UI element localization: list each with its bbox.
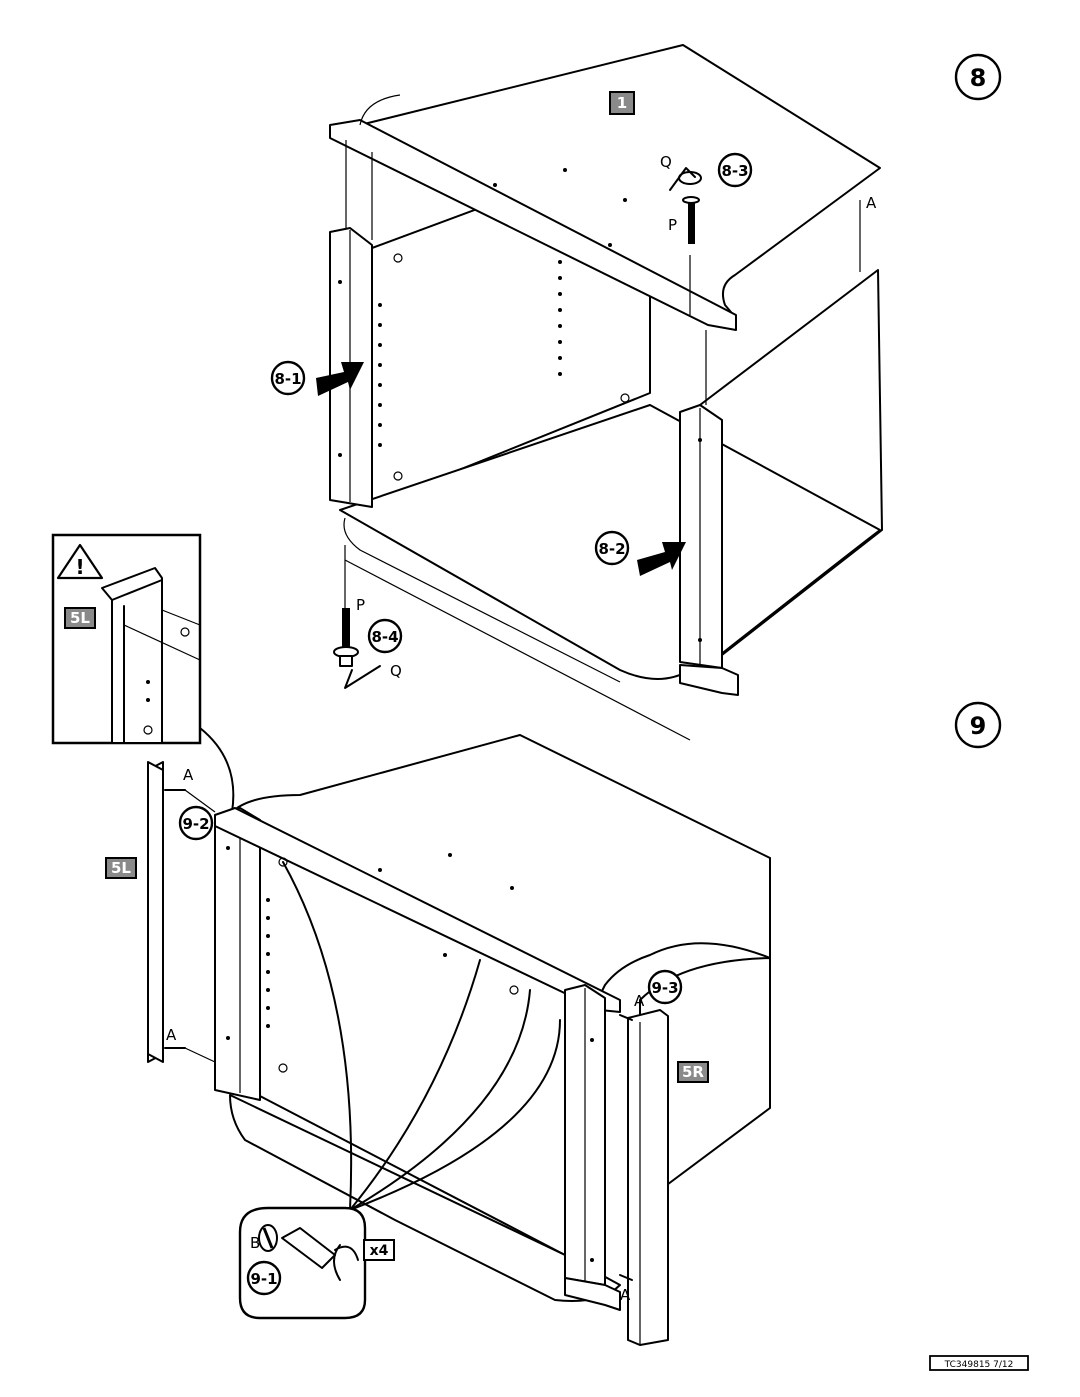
substep-9-3-label: 9-3 [647,969,683,1005]
step-9-illustration: B x4 9-1 [147,734,771,1346]
push-arrow-icon [316,362,364,396]
dowel-label: A [183,766,194,784]
svg-text:8-1: 8-1 [274,370,301,388]
quantity-badge: x4 [363,1239,395,1261]
substep-8-1-label: 8-1 [270,360,306,396]
svg-text:1: 1 [617,94,627,112]
substep-8-3-label: 8-3 [717,152,753,188]
bolt-assembly-top [669,167,702,244]
part-label-5r: 5R [677,1061,709,1083]
bolt-label: P [668,216,677,234]
svg-text:8-4: 8-4 [371,628,398,646]
svg-text:5R: 5R [682,1063,704,1081]
svg-text:x4: x4 [370,1243,389,1259]
substep-9-2-label: 9-2 [178,805,214,841]
cam-lock-label: B [250,1234,260,1252]
bolt-assembly-bottom [333,608,381,689]
svg-text:9-1: 9-1 [250,1270,277,1288]
push-arrow-icon [637,542,686,576]
hole-markers [226,846,594,1262]
dowel-label: A [620,1286,631,1304]
allen-key-label: Q [390,662,402,680]
part-label-1: 1 [609,91,635,115]
part-label-5l: 5L [105,857,137,879]
document-code: TC349815 7/12 [929,1355,1029,1371]
step-9-badge: 9 [954,701,1002,749]
step-8-badge: 8 [954,53,1002,101]
part-label-5l-inset: 5L [64,607,96,629]
dowel-label: A [634,992,645,1010]
svg-text:9-2: 9-2 [182,815,209,833]
bolt-label: P [356,596,365,614]
svg-text:8-3: 8-3 [721,162,748,180]
substep-8-4-label: 8-4 [367,618,403,654]
svg-text:5L: 5L [111,859,131,877]
cam-lock-detail: B x4 9-1 [238,1206,395,1320]
allen-key-label: Q [660,153,672,171]
hole-markers [338,168,702,642]
svg-text:9-3: 9-3 [651,979,678,997]
dowel-label: A [866,194,877,212]
svg-text:!: ! [75,555,84,579]
substep-9-1-label: 9-1 [246,1260,282,1296]
dowel-label: A [166,1026,177,1044]
svg-text:5L: 5L [70,609,90,627]
svg-text:8-2: 8-2 [598,540,625,558]
svg-text:8: 8 [970,64,987,92]
warning-inset: ! 5L [51,533,235,813]
warning-triangle-icon [56,543,104,580]
svg-text:TC349815 7/12: TC349815 7/12 [944,1360,1014,1370]
svg-text:9: 9 [970,712,987,740]
substep-8-2-label: 8-2 [594,530,630,566]
